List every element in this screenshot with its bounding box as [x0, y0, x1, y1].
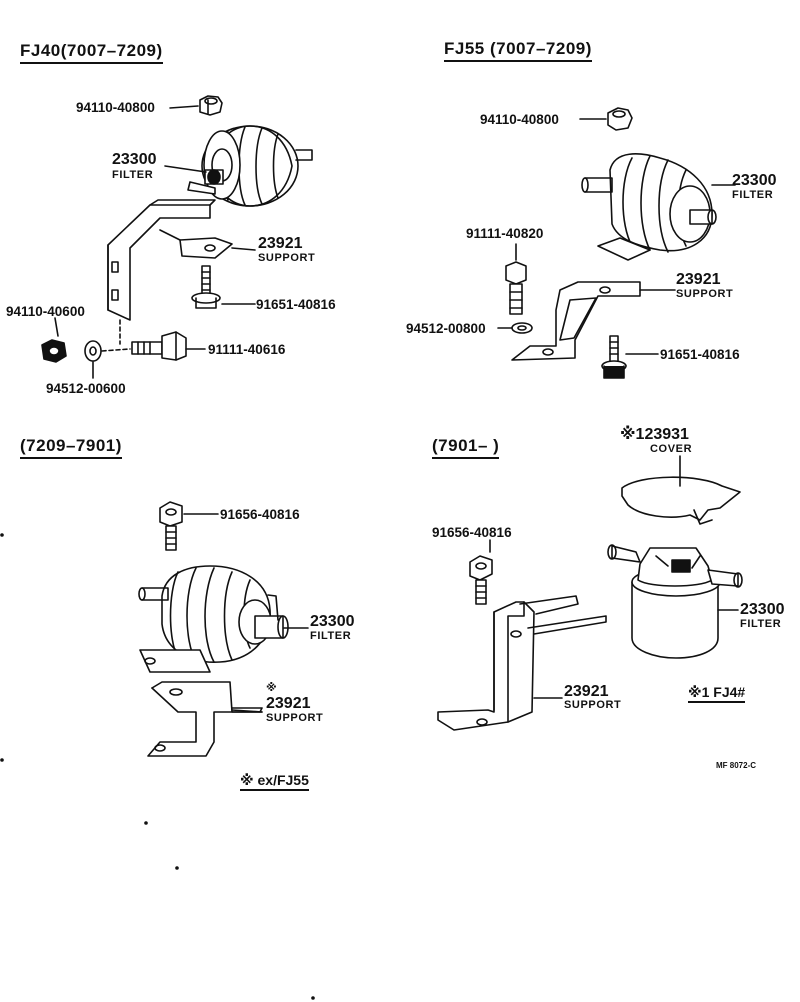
- label-support-fj40: SUPPORT: [258, 252, 316, 264]
- part-number-filter-fj40: 23300: [112, 151, 157, 168]
- part-number-bolt-late: 91656-40816: [432, 525, 512, 540]
- footnote-late: ※1 FJ4#: [688, 685, 746, 703]
- bolt-fj55: [505, 261, 527, 315]
- flange-bolt-fj40: [191, 265, 221, 309]
- support-bracket-mid: [147, 681, 263, 757]
- part-number-cover-late: ※123931: [620, 426, 689, 443]
- footnote-mark-mid: ※: [266, 682, 277, 694]
- label-filter-fj40: FILTER: [112, 169, 154, 181]
- part-number-support-fj40: 23921: [258, 235, 303, 252]
- bolt-late: [469, 555, 493, 605]
- nut-top-fj55: [607, 107, 633, 131]
- label-support-mid: SUPPORT: [266, 712, 324, 724]
- part-number-support-late: 23921: [564, 683, 609, 700]
- label-filter-fj55: FILTER: [732, 189, 774, 201]
- part-number-filter-fj55: 23300: [732, 172, 777, 189]
- part-number-filter-mid: 23300: [310, 613, 355, 630]
- support-bracket-fj55: [511, 281, 641, 361]
- washer-fj40: [84, 340, 102, 362]
- label-cover-late: COVER: [650, 443, 693, 455]
- part-number-bolt-fj55: 91111-40820: [466, 226, 544, 241]
- label-filter-late: FILTER: [740, 618, 782, 630]
- part-number-washer-fj55: 94512-00800: [406, 321, 486, 336]
- nut-top-fj40: [199, 95, 223, 116]
- support-bracket-late: [437, 595, 607, 731]
- bolt-mid: [159, 501, 183, 551]
- cover-late: [621, 476, 741, 525]
- footnote-mid: ※ ex/FJ55: [240, 773, 309, 791]
- filter-body-fj40: [187, 125, 313, 207]
- part-number-support-fj55: 23921: [676, 271, 721, 288]
- filter-body-late: [607, 544, 743, 659]
- long-bolt-fj40: [131, 331, 187, 361]
- label-support-fj55: SUPPORT: [676, 288, 734, 300]
- part-number-bolt-mid: 91656-40816: [220, 507, 300, 522]
- part-number-nut-side-fj40: 94110-40600: [6, 304, 85, 319]
- section-title-fj40: FJ40(7007–7209): [20, 42, 163, 64]
- section-title-fj55: FJ55 (7007–7209): [444, 40, 592, 62]
- filter-body-mid: [138, 565, 289, 673]
- drawing-code: MF 8072-C: [716, 761, 757, 770]
- part-number-washer-fj40: 94512-00600: [46, 381, 126, 396]
- section-title-late: (7901– ): [432, 437, 500, 459]
- part-number-flange-bolt-fj40: 91651-40816: [256, 297, 336, 312]
- label-filter-mid: FILTER: [310, 630, 352, 642]
- part-number-nut-top-fj55: 94110-40800: [480, 112, 559, 127]
- part-number-long-bolt-fj40: 91111-40616: [208, 342, 286, 357]
- support-bracket-fj40: [107, 199, 233, 321]
- flange-bolt-fj55: [601, 335, 627, 379]
- part-number-flange-bolt-fj55: 91651-40816: [660, 347, 740, 362]
- nut-side-fj40: [41, 339, 67, 363]
- section-title-mid: (7209–7901): [20, 437, 122, 459]
- part-number-nut-top-fj40: 94110-40800: [76, 100, 155, 115]
- part-number-filter-late: 23300: [740, 601, 785, 618]
- filter-body-fj55: [581, 153, 717, 261]
- part-number-support-mid: 23921: [266, 695, 311, 712]
- label-support-late: SUPPORT: [564, 699, 622, 711]
- washer-fj55: [511, 322, 533, 334]
